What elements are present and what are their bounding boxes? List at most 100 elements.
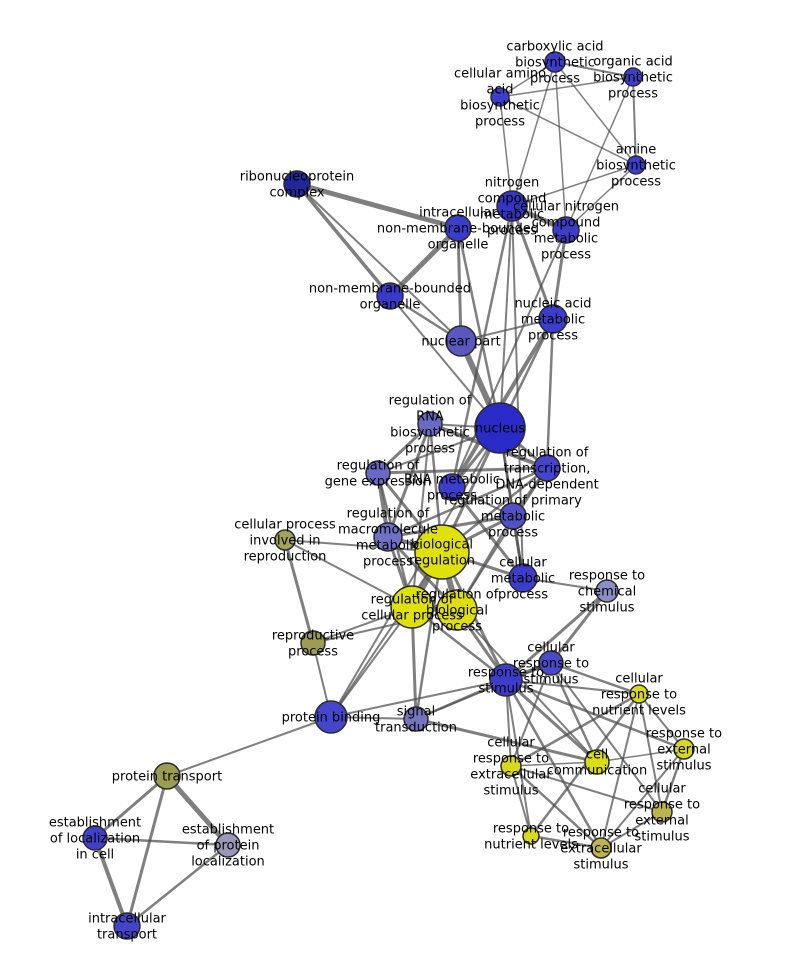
edge-non_membrane_bounded_organelle--nucleus [389,295,501,429]
node-reproductive_process[interactable] [300,630,326,656]
edge-cell_communication--response_to_external_stimulus [596,748,685,763]
edge-biological_regulation--signal_transduction [414,551,444,720]
node-layer [82,51,695,940]
edge-carboxylic_acid_biosynthetic_process--cellular_amino_acid_biosynthetic_process [499,61,556,98]
edge-response_to_external_stimulus--cellular_response_to_external_stimulus [660,748,686,813]
edge-response_to_stimulus--response_to_nutrient_levels [505,679,532,837]
node-nitrogen_compound_metabolic_process[interactable] [496,190,528,222]
node-regulation_of_transcription_dna_dependent[interactable] [533,454,561,482]
edge-response_to_stimulus--cellular_response_to_nutrient_levels [505,679,640,695]
edge-intracellular_non_membrane_bounded_organelle--nuclear_part [456,227,463,342]
edge-amine_biosynthetic_process--cellular_nitrogen_compound_metabolic_process [565,164,637,231]
node-protein_binding[interactable] [314,700,348,734]
node-response_to_nutrient_levels[interactable] [522,827,540,845]
edge-rna_metabolic_process--cellular_metabolic_process [450,486,525,579]
edge-cellular_process_involved_in_reproduction--reproductive_process [283,539,315,644]
node-cellular_response_to_extracellular_stimulus[interactable] [500,755,522,777]
edge-regulation_of_rna_biosynthetic_process--regulation_of_cellular_process [411,423,431,608]
node-cellular_nitrogen_compound_metabolic_process[interactable] [552,216,580,244]
node-cellular_process_involved_in_reproduction[interactable] [274,529,296,551]
edge-cellular_response_to_extracellular_stimulus--response_to_nutrient_levels [510,765,532,837]
edge-cellular_response_to_nutrient_levels--response_to_extracellular_stimulus [600,693,640,849]
node-response_to_chemical_stimulus[interactable] [595,579,619,603]
node-ribonucleoprotein_complex[interactable] [283,170,311,198]
edge-establishment_of_localization_in_cell--intracellular_transport [93,837,129,927]
edge-ribonucleoprotein_complex--intracellular_non_membrane_bounded_organelle [296,181,459,231]
node-biological_regulation[interactable] [414,524,470,580]
node-establishment_of_localization_in_cell[interactable] [82,825,108,851]
edge-cell_communication--cellular_response_to_extracellular_stimulus [510,761,598,767]
node-regulation_of_biological_process[interactable] [436,589,478,631]
node-cellular_response_to_stimulus[interactable] [538,650,564,676]
node-establishment_of_protein_localization[interactable] [215,832,241,858]
node-response_to_stimulus[interactable] [489,663,523,697]
node-organic_acid_biosynthetic_process[interactable] [623,67,643,87]
edge-cellular_nitrogen_compound_metabolic_process--rna_metabolic_process [451,229,567,488]
edge-cellular_response_to_extracellular_stimulus--cellular_response_to_external_stimulus [510,765,663,813]
edge-regulation_of_cellular_process--protein_binding [330,606,413,718]
node-rna_metabolic_process[interactable] [438,473,466,501]
edge-intracellular_non_membrane_bounded_organelle--nucleus [456,227,502,429]
node-intracellular_transport[interactable] [113,912,141,940]
node-protein_transport[interactable] [153,762,181,790]
node-nuclear_part[interactable] [445,325,477,357]
node-signal_transduction[interactable] [403,706,429,732]
node-regulation_of_macromolecule_metabolic_process[interactable] [373,522,403,552]
edge-organic_acid_biosynthetic_process--amine_biosynthetic_process [632,76,637,166]
edge-regulation_of_biological_process--cell_communication [456,609,598,763]
edge-biological_regulation--protein_binding [330,551,443,718]
edge-protein_transport--intracellular_transport [125,775,169,927]
node-cell_communication[interactable] [584,749,610,775]
node-cellular_amino_acid_biosynthetic_process[interactable] [490,87,510,107]
edge-cellular_response_to_nutrient_levels--cellular_response_to_external_stimulus [638,693,663,813]
edge-cellular_response_to_stimulus--cell_communication [549,662,599,763]
edge-response_to_stimulus--protein_binding [330,679,507,718]
edge-ribonucleoprotein_complex--non_membrane_bounded_organelle [295,182,392,298]
edge-cellular_response_to_nutrient_levels--response_to_external_stimulus [638,693,685,750]
edge-response_to_stimulus--cell_communication [504,678,599,764]
node-regulation_of_cellular_process[interactable] [390,585,434,629]
edge-response_to_external_stimulus--response_to_extracellular_stimulus [600,748,685,849]
edge-cellular_amino_acid_biosynthetic_process--nitrogen_compound_metabolic_process [499,96,513,207]
node-cellular_response_to_external_stimulus[interactable] [651,801,673,823]
edge-cellular_amino_acid_biosynthetic_process--amine_biosynthetic_process [499,96,637,166]
node-regulation_of_primary_metabolic_process[interactable] [499,502,527,530]
node-carboxylic_acid_biosynthetic_process[interactable] [544,51,566,73]
edge-carboxylic_acid_biosynthetic_process--organic_acid_biosynthetic_process [554,61,634,78]
node-intracellular_non_membrane_bounded_organelle[interactable] [444,214,472,242]
edge-response_to_stimulus--response_to_external_stimulus [505,678,685,751]
edge-nitrogen_compound_metabolic_process--nucleic_acid_metabolic_process [510,205,555,320]
edge-establishment_of_protein_localization--intracellular_transport [126,844,229,927]
node-amine_biosynthetic_process[interactable] [626,155,646,175]
edge-protein_transport--establishment_of_protein_localization [165,774,230,847]
edge-regulation_of_transcription_dna_dependent--regulation_of_macromolecule_metabolic_process [387,466,548,539]
node-response_to_extracellular_stimulus[interactable] [590,837,612,859]
edge-layer [93,61,686,927]
edge-establishment_of_localization_in_cell--establishment_of_protein_localization [94,836,229,847]
edge-amine_biosynthetic_process--nitrogen_compound_metabolic_process [511,164,637,207]
edge-response_to_chemical_stimulus--cellular_response_to_stimulus [549,590,609,664]
edge-carboxylic_acid_biosynthetic_process--cellular_nitrogen_compound_metabolic_process [554,61,567,231]
edge-organic_acid_biosynthetic_process--cellular_amino_acid_biosynthetic_process [499,76,634,98]
edge-nucleic_acid_metabolic_process--regulation_of_transcription_dna_dependent [545,318,555,469]
node-response_to_external_stimulus[interactable] [673,738,695,760]
node-regulation_of_gene_expression[interactable] [365,460,391,486]
edge-response_to_nutrient_levels--response_to_extracellular_stimulus [530,834,602,850]
edge-cellular_response_to_external_stimulus--response_to_extracellular_stimulus [600,811,663,849]
edge-ribonucleoprotein_complex--nuclear_part [296,183,462,342]
node-cellular_response_to_nutrient_levels[interactable] [629,684,649,704]
edge-response_to_chemical_stimulus--response_to_stimulus [505,589,608,682]
edge-cellular_process_involved_in_reproduction--regulation_of_cellular_process [284,539,413,608]
edge-cellular_nitrogen_compound_metabolic_process--nucleic_acid_metabolic_process [551,229,568,320]
node-nucleic_acid_metabolic_process[interactable] [538,304,568,334]
node-cellular_metabolic_process[interactable] [508,563,538,593]
edge-nuclear_part--nucleic_acid_metabolic_process [460,318,554,342]
edge-organic_acid_biosynthetic_process--cellular_nitrogen_compound_metabolic_process [565,76,634,231]
node-non_membrane_bounded_organelle[interactable] [376,282,404,310]
edge-intracellular_non_membrane_bounded_organelle--non_membrane_bounded_organelle [388,226,460,298]
edge-regulation_of_rna_biosynthetic_process--regulation_of_macromolecule_metabolic_process [386,423,432,538]
node-nucleus[interactable] [474,402,526,454]
node-regulation_of_rna_biosynthetic_process[interactable] [417,411,443,437]
